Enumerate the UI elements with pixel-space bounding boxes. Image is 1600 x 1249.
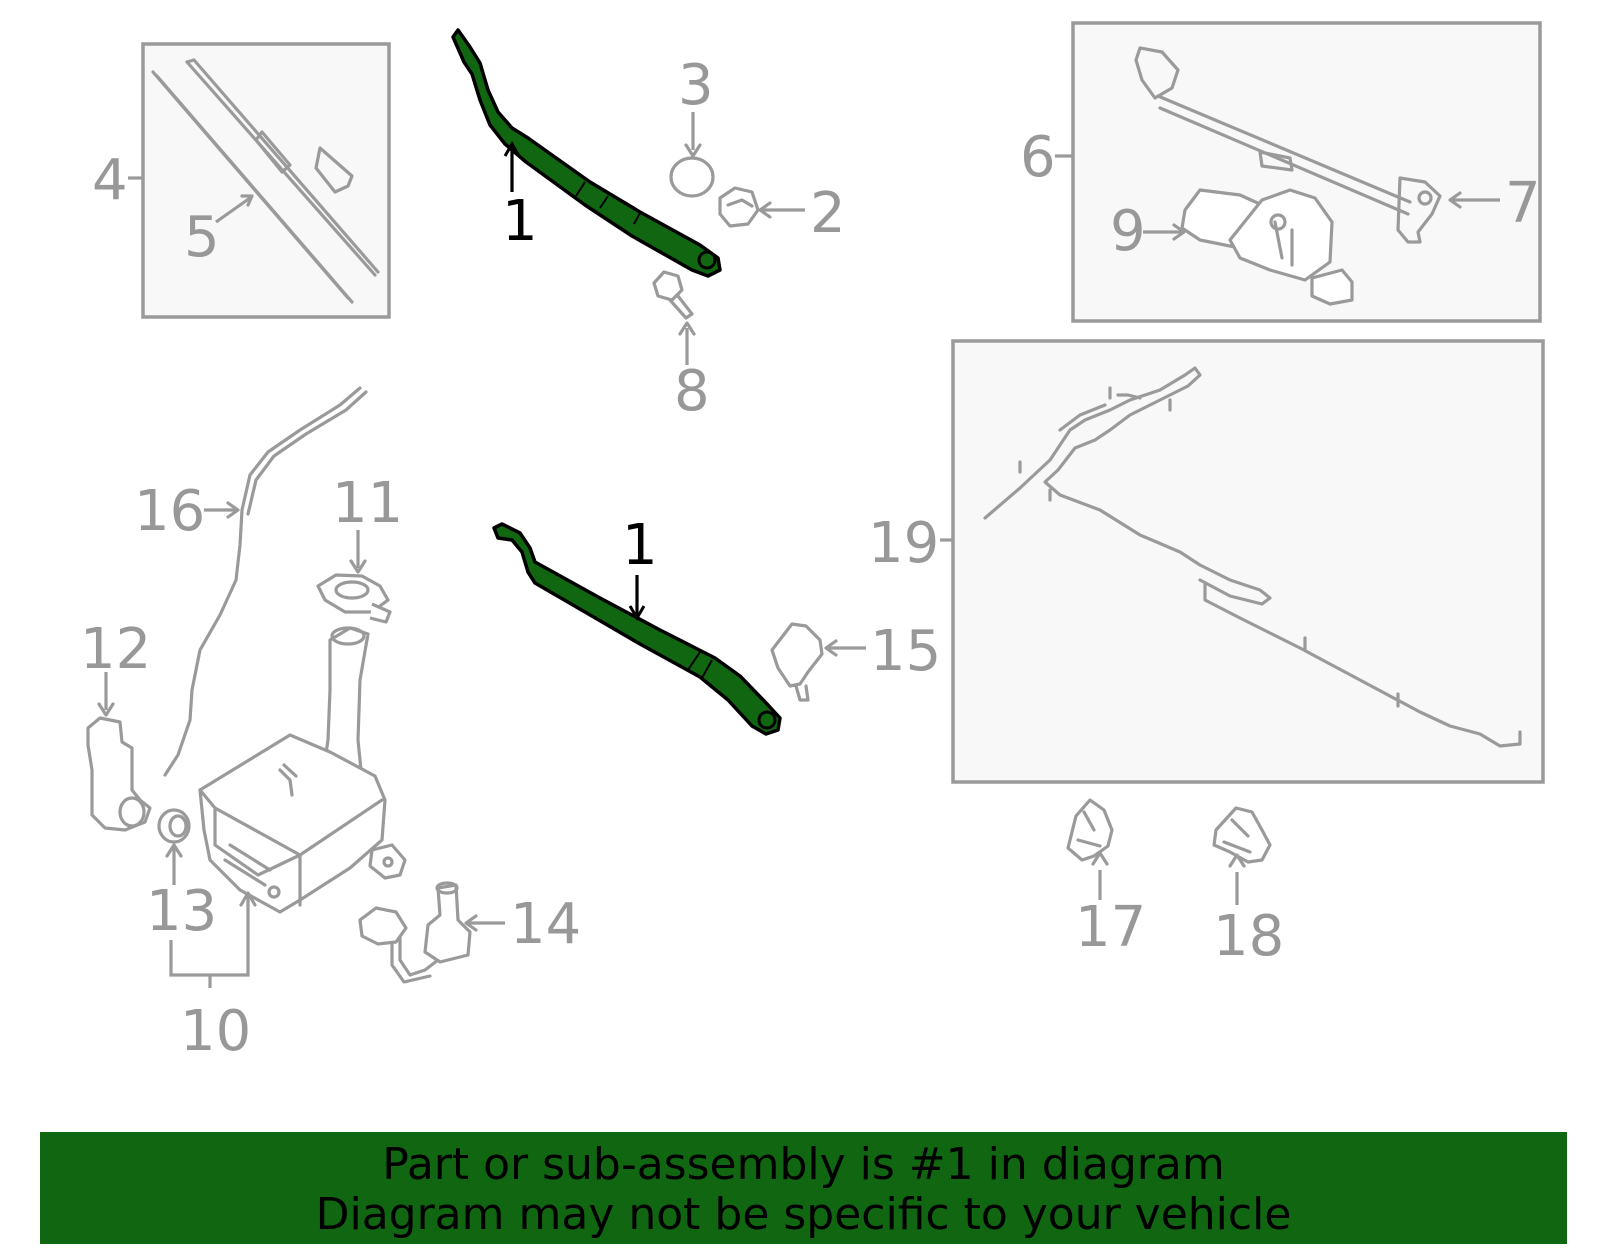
- callout-13: 13: [146, 879, 217, 944]
- washer-hose: [163, 386, 368, 777]
- wiper-arm-lower[interactable]: [492, 522, 782, 736]
- callout-1-lower: 1: [622, 513, 658, 578]
- callout-5: 5: [184, 205, 220, 270]
- callout-9: 9: [1110, 199, 1146, 264]
- filler-cap: [316, 530, 392, 624]
- callout-18: 18: [1213, 904, 1284, 969]
- motor-linkage-box: [1055, 21, 1542, 323]
- callout-16: 16: [134, 479, 205, 544]
- blade-assembly-box: [128, 42, 391, 319]
- callout-12: 12: [80, 617, 151, 682]
- hose-clip-a: [1066, 798, 1114, 900]
- callout-19: 19: [868, 511, 939, 576]
- wiper-arm-upper[interactable]: [451, 28, 722, 278]
- callout-2: 2: [810, 181, 846, 246]
- washer-ring: [669, 156, 715, 198]
- notice-banner: Part or sub-assembly is #1 in diagram Di…: [40, 1132, 1567, 1244]
- grommet: [157, 808, 191, 962]
- hose-clip-b: [1212, 806, 1272, 905]
- washer-reservoir: [169, 626, 407, 988]
- callout-1-upper: 1: [502, 189, 538, 254]
- callout-11: 11: [332, 471, 403, 536]
- callout-7: 7: [1505, 171, 1541, 236]
- washer-pump: [86, 672, 152, 832]
- callout-14: 14: [510, 892, 581, 957]
- notice-line-2: Diagram may not be specific to your vehi…: [315, 1189, 1292, 1240]
- washer-nozzle: [770, 622, 866, 702]
- callout-4: 4: [92, 148, 128, 213]
- callout-3: 3: [678, 53, 714, 118]
- level-sensor: [358, 881, 505, 984]
- arm-nut: [718, 186, 805, 228]
- callout-6: 6: [1020, 125, 1056, 190]
- callout-17: 17: [1075, 895, 1146, 960]
- callout-15: 15: [870, 619, 941, 684]
- callout-8: 8: [674, 359, 710, 424]
- washer-hose-box: [940, 339, 1545, 784]
- callout-10: 10: [180, 999, 251, 1064]
- bolt: [652, 270, 696, 365]
- notice-line-1: Part or sub-assembly is #1 in diagram: [382, 1139, 1225, 1190]
